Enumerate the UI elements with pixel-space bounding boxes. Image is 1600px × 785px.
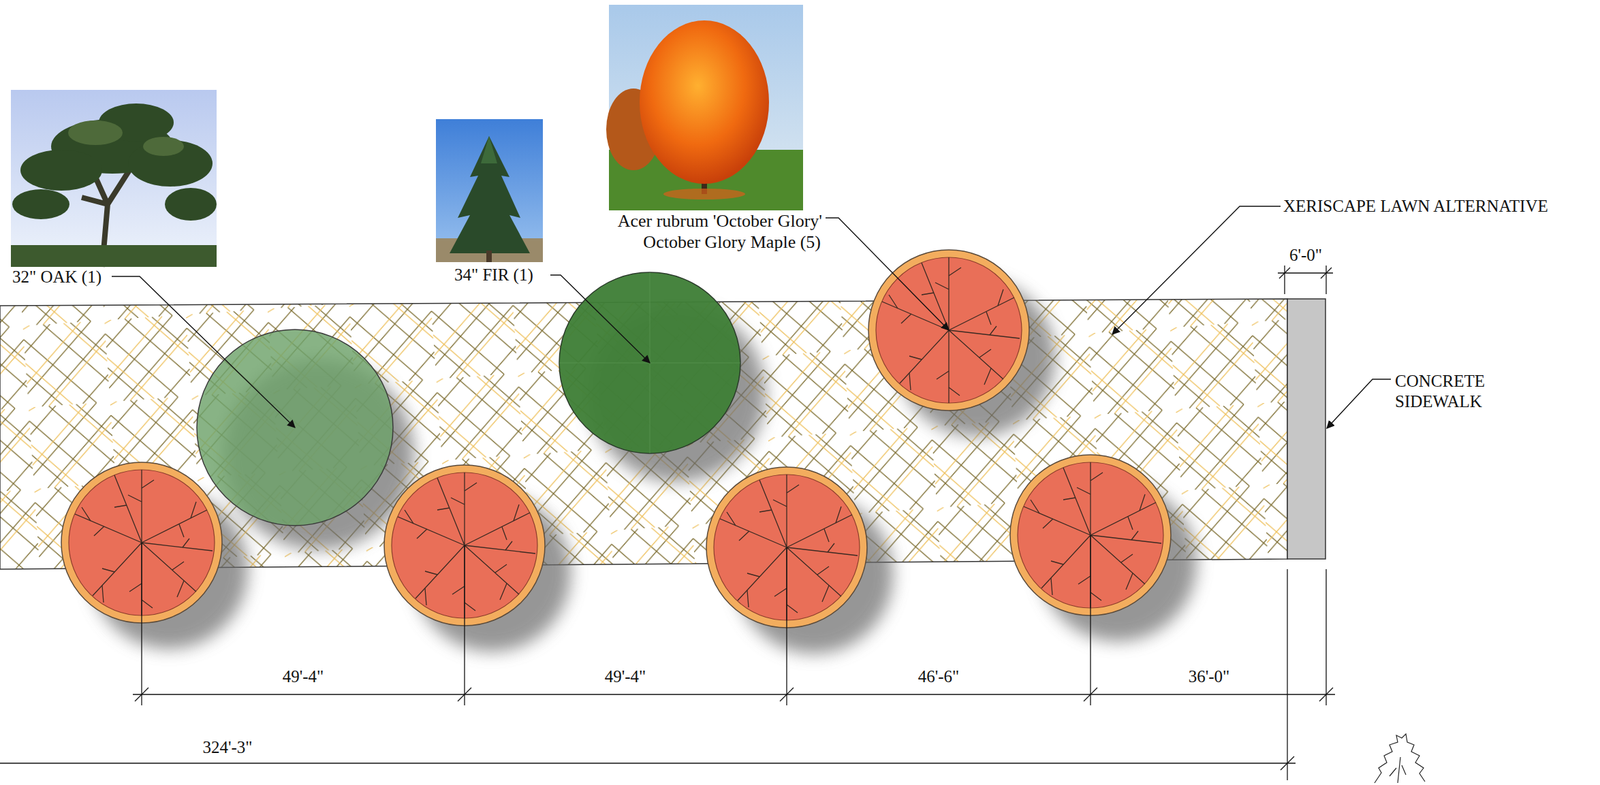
maple-symbols <box>61 249 1171 629</box>
dimension-text: 324'-3" <box>202 737 253 759</box>
material-label: XERISCAPE LAWN ALTERNATIVE <box>1283 196 1549 217</box>
concrete-sidewalk <box>1287 299 1326 560</box>
material-label: CONCRETE SIDEWALK <box>1394 371 1532 413</box>
maple-photo <box>606 4 804 211</box>
leader-lines <box>111 206 1391 429</box>
plant-label: 34" FIR (1) <box>454 264 534 286</box>
fir-photo <box>435 119 543 263</box>
dimension-lines <box>0 265 1336 781</box>
dimension-text: 36'-0" <box>1188 666 1231 688</box>
dimension-text: 49'-4" <box>282 666 325 688</box>
dimension-text: 49'-4" <box>604 666 647 688</box>
dimension-text: 6'-0" <box>1289 245 1323 266</box>
north-symbol <box>1374 734 1425 784</box>
botanical-name: Acer rubrum 'October Glory' <box>617 210 823 232</box>
common-name: October Glory Maple (5) <box>642 231 821 253</box>
oak-photo <box>10 89 217 268</box>
dimension-text: 46'-6" <box>918 666 960 688</box>
plant-label: 32" OAK (1) <box>12 267 102 288</box>
